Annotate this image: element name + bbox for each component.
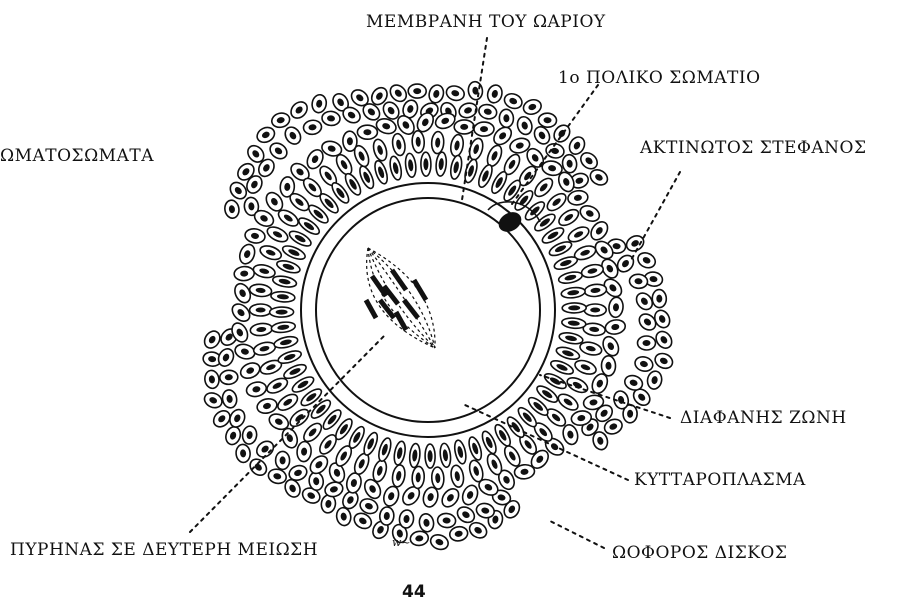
label-corona: ΑΚΤΙΝΩΤΟΣ ΣΤΕΦΑΝΟΣ: [640, 140, 867, 157]
leader-cumulus: [548, 520, 604, 548]
label-cytoplasm: ΚΥΤΤΑΡΟΠΛΑΣΜΑ: [634, 472, 806, 489]
leader-corona: [630, 172, 680, 262]
cell-nucleus: [590, 308, 600, 313]
cell-nucleus: [256, 308, 266, 313]
label-nucleus: ΠΥΡΗΝΑΣ ΣΕ ΔΕΥΤΕΡΗ ΜΕΙΩΣΗ: [10, 542, 318, 559]
label-cumulus: ΩΟΦΟΡΟΣ ΔΙΣΚΟΣ: [612, 545, 787, 562]
label-membrane: ΜΕΜΒΡΑΝΗ ΤΟΥ ΩΑΡΙΟΥ: [366, 14, 606, 31]
label-somatosomata: ΩΜΑΤΟΣΩΜΑΤΑ: [0, 148, 154, 165]
page-number: 44: [402, 582, 426, 602]
label-polar-body: 1ο ΠΟΛΙΚΟ ΣΩΜΑΤΙΟ: [558, 70, 761, 87]
cell-nucleus: [642, 340, 650, 346]
label-zona: ΔΙΑΦΑΝΗΣ ΖΩΝΗ: [680, 410, 847, 427]
signature-mark: w~: [392, 536, 411, 549]
cell-nucleus: [280, 456, 286, 464]
